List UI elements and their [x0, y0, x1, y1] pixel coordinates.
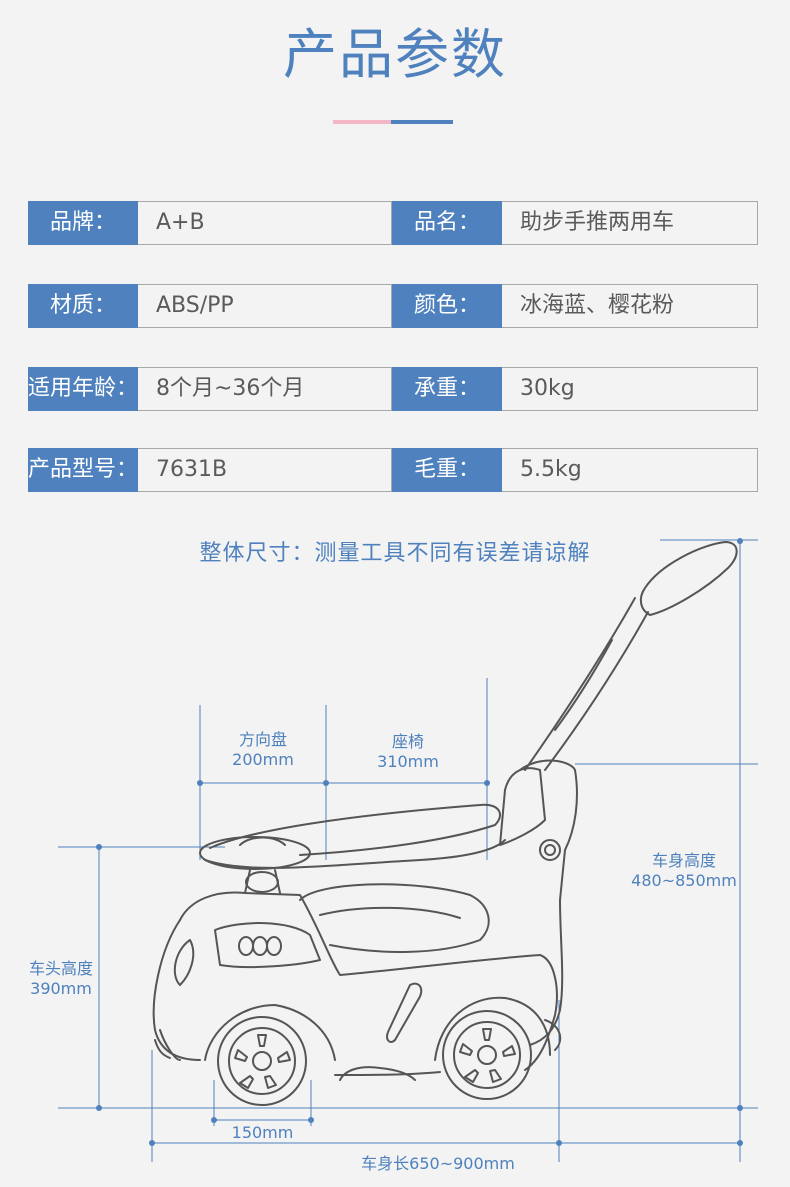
spec-row: 品牌： A+B 品名： 助步手推两用车 — [28, 201, 758, 245]
spec-value-color: 冰海蓝、樱花粉 — [520, 293, 675, 318]
divider — [391, 448, 392, 492]
spec-value-product-name: 助步手推两用车 — [520, 210, 675, 235]
wheel-value: 150mm — [231, 1123, 294, 1142]
spec-label-color: 颜色： — [392, 284, 502, 328]
spec-value-age: 8个月~36个月 — [156, 376, 305, 401]
car-outline — [152, 541, 738, 1106]
body-height-dimension: 车身高度 480~850mm — [628, 851, 740, 891]
spec-label-product-name: 品名： — [392, 201, 502, 245]
spec-row: 产品型号： 7631B 毛重： 5.5kg — [28, 448, 758, 492]
dimensions-title: 整体尺寸：测量工具不同有误差请谅解 — [199, 541, 591, 566]
spec-label-material: 材质： — [28, 284, 138, 328]
body-height-value: 480~850mm — [631, 871, 737, 890]
page-title: 产品参数 — [283, 23, 507, 86]
spec-label-model: 产品型号： — [28, 448, 138, 492]
body-height-label: 车身高度 — [651, 851, 716, 870]
spec-row: 适用年龄： 8个月~36个月 承重： 30kg — [28, 367, 758, 411]
title-underline-blue — [391, 120, 453, 124]
steering-wheel-dimension: 方向盘 200mm — [215, 730, 311, 770]
head-height-label: 车头高度 — [28, 959, 93, 978]
spec-value-gross-weight: 5.5kg — [520, 457, 582, 482]
spec-value-brand: A+B — [156, 210, 205, 235]
seat-dimension: 座椅 310mm — [360, 732, 456, 772]
spec-value-model: 7631B — [156, 457, 228, 482]
spec-value-material: ABS/PP — [156, 293, 234, 318]
wheel-dimension: 150mm — [214, 1123, 311, 1143]
body-length-value: 车身长650~900mm — [361, 1154, 515, 1173]
spec-label-load: 承重： — [392, 367, 502, 411]
seat-value: 310mm — [377, 752, 439, 771]
dimension-lines — [58, 539, 758, 1162]
spec-label-age: 适用年龄： — [28, 367, 138, 411]
divider — [391, 284, 392, 328]
spec-value-load: 30kg — [520, 376, 575, 401]
spec-row: 材质： ABS/PP 颜色： 冰海蓝、樱花粉 — [28, 284, 758, 328]
divider — [391, 367, 392, 411]
steering-wheel-label: 方向盘 — [238, 730, 287, 749]
seat-label: 座椅 — [391, 732, 424, 751]
divider — [391, 201, 392, 245]
body-length-dimension: 车身长650~900mm — [318, 1154, 558, 1174]
title-underline-pink — [333, 120, 391, 124]
steering-wheel-value: 200mm — [232, 750, 294, 769]
spec-label-gross-weight: 毛重： — [392, 448, 502, 492]
head-height-dimension: 车头高度 390mm — [18, 959, 104, 999]
head-height-value: 390mm — [30, 979, 92, 998]
dimension-dots — [96, 538, 743, 1146]
spec-label-brand: 品牌： — [28, 201, 138, 245]
